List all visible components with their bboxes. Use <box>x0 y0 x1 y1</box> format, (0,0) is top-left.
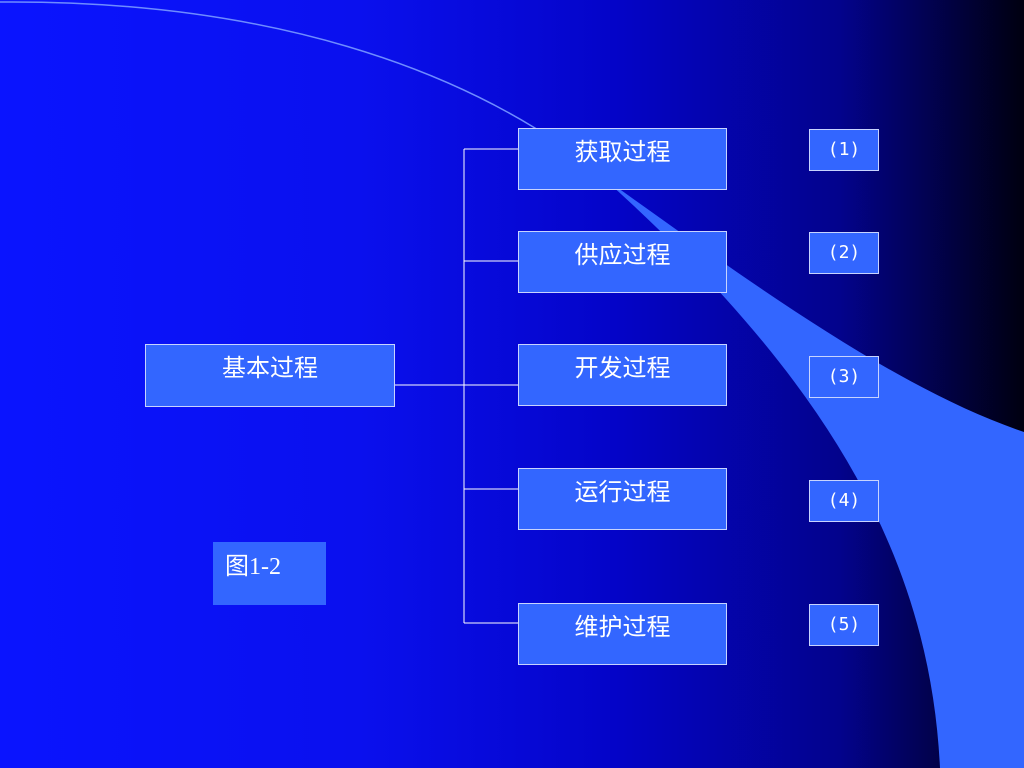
node-child-3-label: 开发过程 <box>574 354 671 382</box>
node-child-3: 开发过程 <box>518 344 727 406</box>
node-root-label: 基本过程 <box>222 354 318 382</box>
number-tag-3: (3) <box>809 356 879 398</box>
node-root: 基本过程 <box>145 344 395 407</box>
node-child-5-label: 维护过程 <box>574 613 671 641</box>
node-child-4-label: 运行过程 <box>574 478 671 506</box>
node-child-5: 维护过程 <box>518 603 727 665</box>
figure-label: 图1-2 <box>213 542 326 605</box>
number-tag-2: (2) <box>809 232 879 274</box>
number-tag-5: (5) <box>809 604 879 646</box>
number-tag-4: (4) <box>809 480 879 522</box>
node-child-1: 获取过程 <box>518 128 727 190</box>
node-child-4: 运行过程 <box>518 468 727 530</box>
node-child-2-label: 供应过程 <box>574 241 671 269</box>
number-tag-1: (1) <box>809 129 879 171</box>
swoosh-shape <box>600 175 1024 768</box>
node-child-1-label: 获取过程 <box>574 138 671 166</box>
node-child-2: 供应过程 <box>518 231 727 293</box>
